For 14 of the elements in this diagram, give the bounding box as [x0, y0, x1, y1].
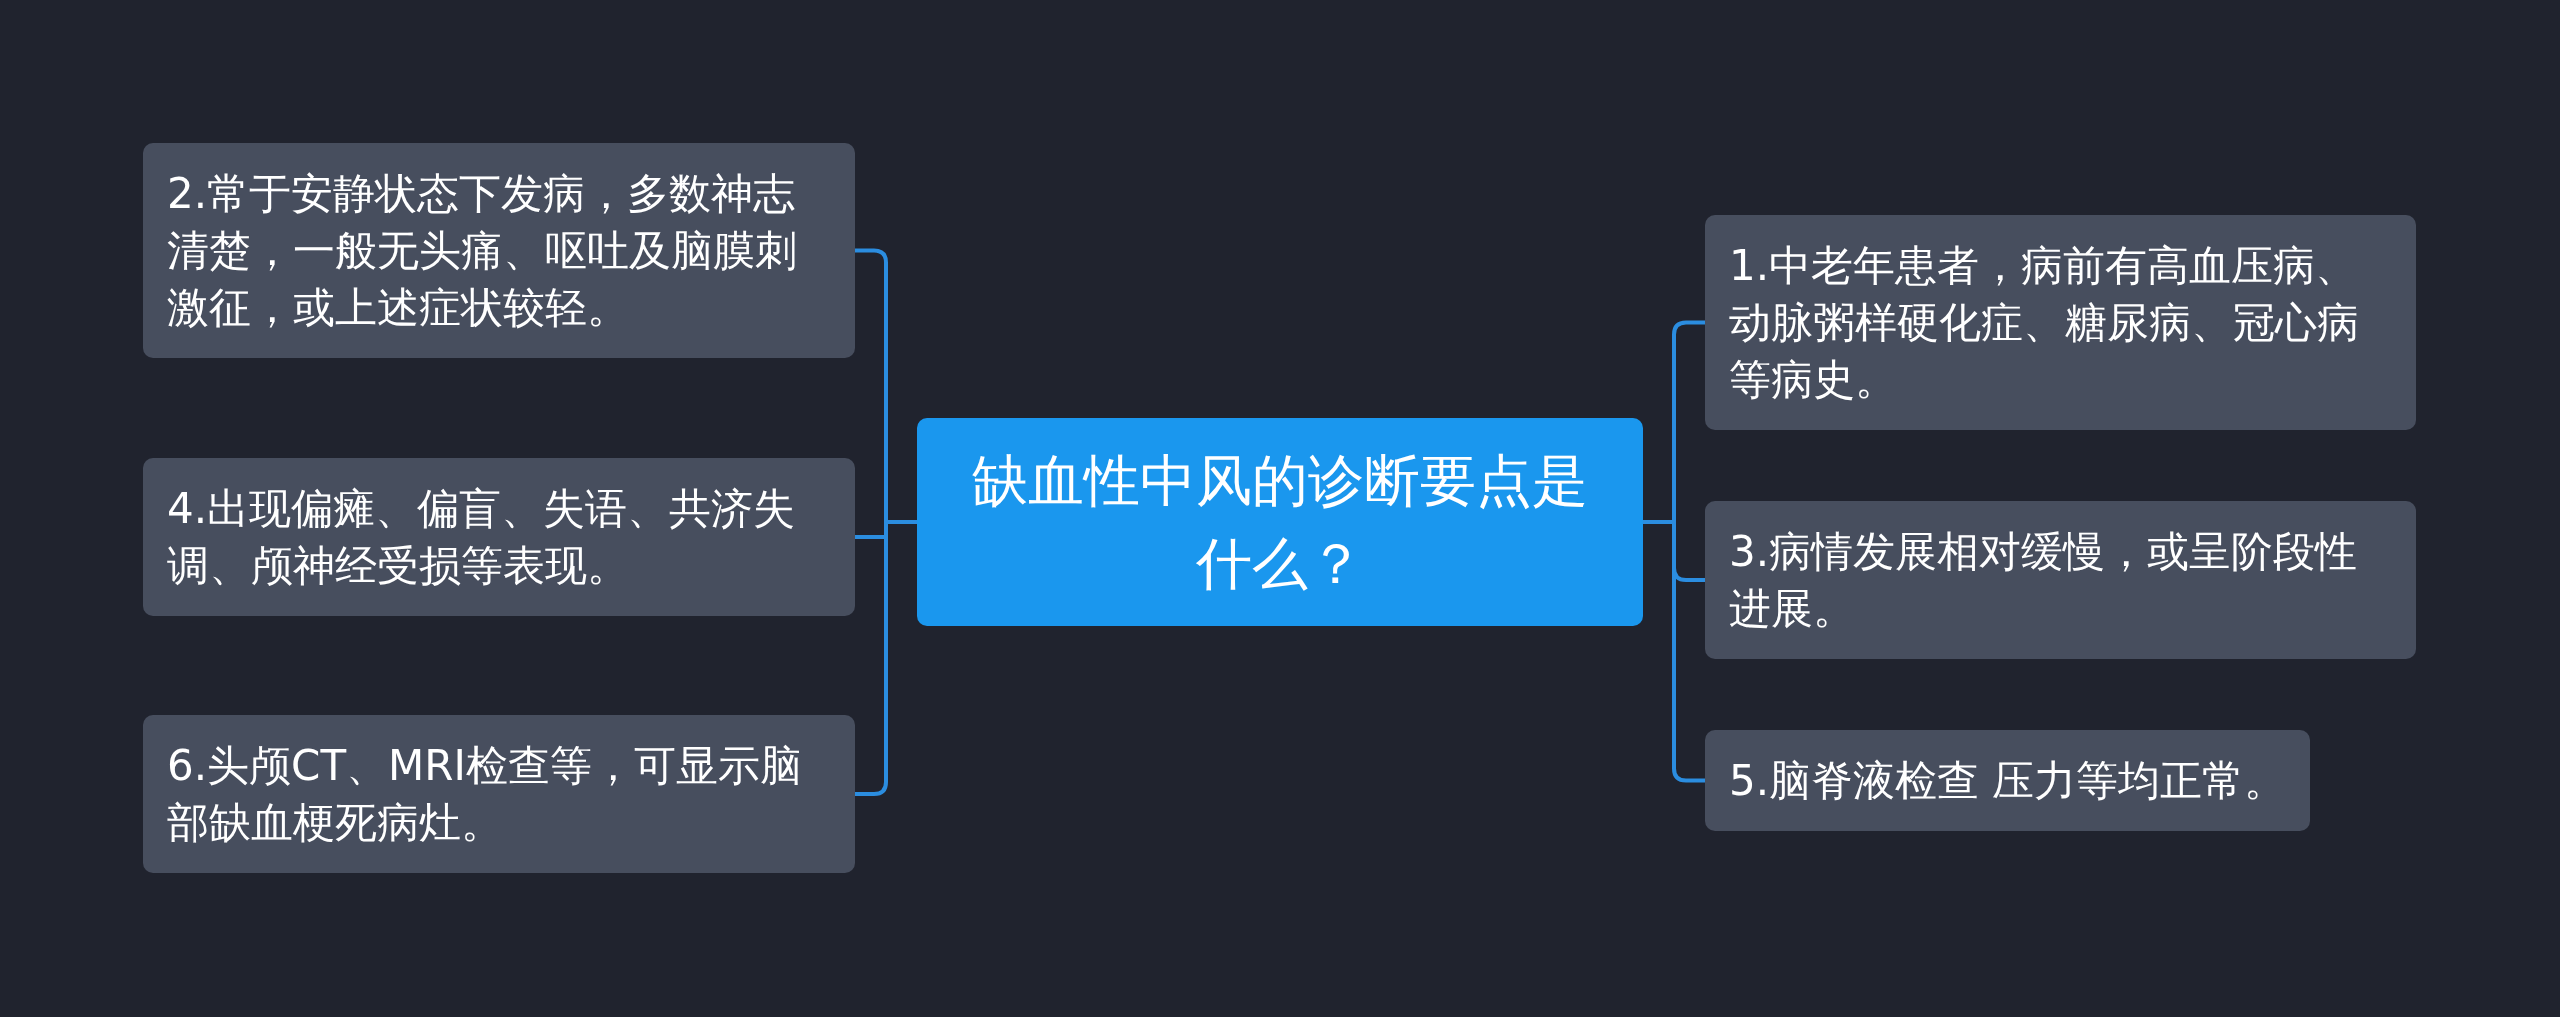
- topic-text: 3.病情发展相对缓慢，或呈阶段性进展。: [1729, 526, 2359, 635]
- topic-card: [143, 458, 855, 616]
- central-topic-text: 缺血性中风的诊断要点是什么？: [971, 447, 1589, 598]
- topic-text: 1.中老年患者，病前有高血压病、动脉粥样硬化症、糖尿病、冠心病等病史。: [1729, 240, 2360, 406]
- topic-card: [1705, 730, 2311, 831]
- topic-card: [143, 143, 855, 358]
- topic-card: [1705, 215, 2416, 430]
- topic-text: 2.常于安静状态下发病，多数神志清楚，一般无头痛、呕吐及脑膜刺激征，或上述症状较轻。: [167, 168, 798, 334]
- central-topic-card: [917, 418, 1643, 626]
- topic-card: [143, 715, 855, 873]
- topic-card: [1705, 501, 2416, 659]
- topic-text: 5.脑脊液检查 压力等均正常。: [1729, 755, 2287, 807]
- topic-text: 6.头颅CT、MRI检查等，可显示脑部缺血梗死病灶。: [167, 740, 803, 849]
- topic-text: 4.出现偏瘫、偏盲、失语、共济失调、颅神经受损等表现。: [167, 483, 797, 592]
